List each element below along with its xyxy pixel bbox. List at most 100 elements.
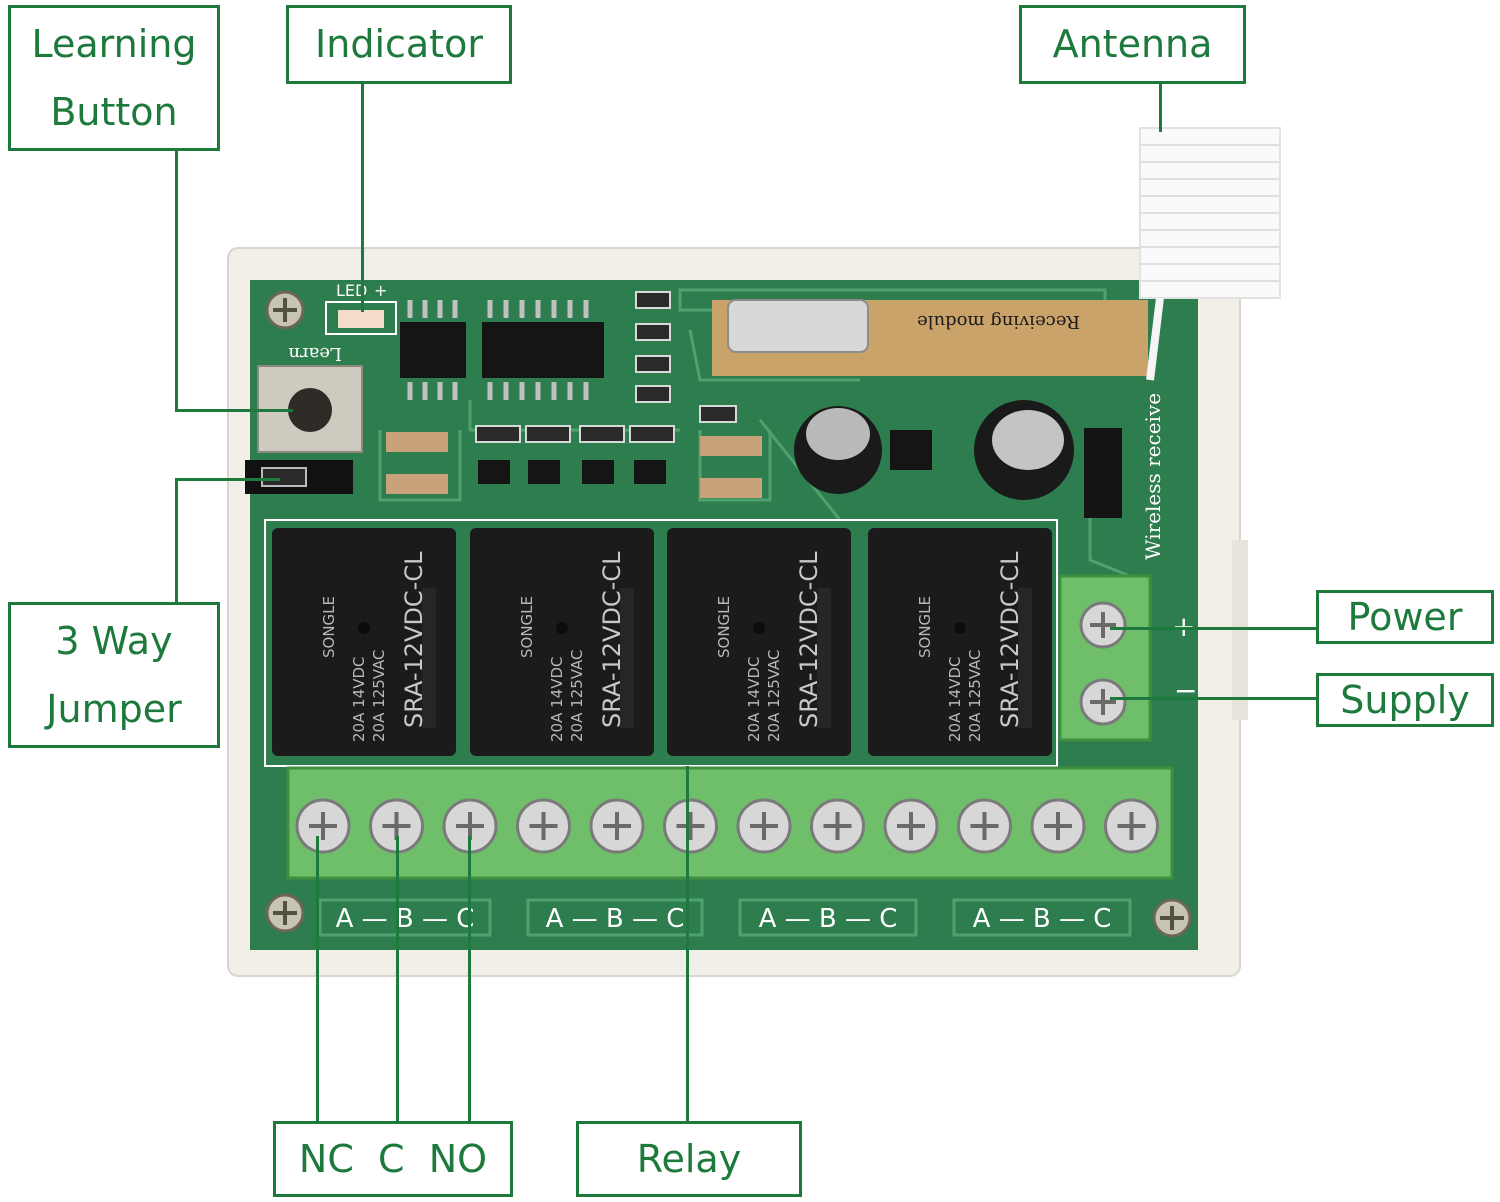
relay-brand-label: SONGLE	[518, 596, 536, 658]
relay-callout-text: Relay	[636, 1136, 742, 1181]
leader-line	[1110, 697, 1318, 700]
power-callout: Power	[1316, 590, 1494, 644]
relay-body	[868, 528, 1052, 756]
terminal-group-label: A — B — C	[759, 904, 898, 934]
output-screws	[295, 798, 1159, 854]
power-minus-label: −	[1174, 674, 1197, 707]
terminal-group-label: A — B — C	[973, 904, 1112, 934]
indicator-callout: Indicator	[286, 5, 512, 84]
learn-button[interactable]	[288, 388, 332, 432]
led-plus-label: +	[374, 281, 387, 300]
antenna-callout: Antenna	[1019, 5, 1246, 84]
supply-callout-text: Supply	[1340, 677, 1470, 722]
learning-button-callout-line2: Button	[50, 90, 178, 134]
terminal-screw-slot	[676, 812, 705, 840]
terminal-group-labels: A — B — C A — B — C A — B — C A — B — C	[336, 904, 1112, 934]
three-way-jumper-callout-line1: 3 Way	[55, 618, 173, 663]
jumper-cap	[261, 467, 307, 487]
relay-outline	[264, 519, 1058, 767]
wireless-receive-label: Wireless receive	[1141, 393, 1165, 560]
terminal-screw-slot	[750, 812, 778, 840]
capacitors	[794, 400, 1074, 500]
relay-body	[667, 528, 851, 756]
indicator-callout-text: Indicator	[315, 22, 483, 67]
led-label: LED	[336, 281, 367, 300]
leader-line	[316, 836, 319, 1124]
power-screws	[1079, 601, 1127, 726]
relay-ridge	[620, 588, 634, 728]
three-way-jumper-callout-line2: Jumper	[46, 687, 182, 731]
relay-model-label: SRA-12VDC-CL	[795, 551, 823, 728]
output-terminal-block	[286, 766, 1174, 880]
leader-line	[175, 149, 178, 412]
terminal-screw-slot	[1044, 812, 1072, 840]
relay-dot	[556, 622, 568, 634]
relay-rating-label: 20A 14VDC	[946, 657, 964, 743]
leader-line	[686, 766, 689, 1124]
terminal-screw-slot	[529, 812, 558, 840]
case-clip	[1232, 540, 1248, 720]
relay-dot	[358, 622, 370, 634]
power-callout-text: Power	[1347, 594, 1463, 639]
transistors	[478, 430, 932, 484]
relay-rating-label: 20A 125VAC	[765, 649, 783, 742]
terminal-group-label: A — B — C	[336, 904, 475, 934]
ic-chips	[400, 300, 604, 400]
relay-brand-label: SONGLE	[916, 596, 934, 658]
mounting-screws	[265, 290, 1192, 938]
relay-body	[272, 528, 456, 756]
relay-rating-label: 20A 14VDC	[548, 657, 566, 743]
terminal-screw-slot	[897, 812, 925, 840]
relay-ridge	[422, 588, 436, 728]
terminal-screw-slot	[970, 812, 999, 840]
leader-line	[468, 836, 471, 1124]
terminal-group-label: A — B — C	[546, 904, 685, 934]
antenna-callout-text: Antenna	[1052, 22, 1213, 67]
relay-callout: Relay	[576, 1121, 802, 1197]
power-plus-label: +	[1172, 610, 1195, 643]
relay-body	[470, 528, 654, 756]
relay-rating-label: 20A 125VAC	[370, 649, 388, 742]
supply-callout: Supply	[1316, 673, 1494, 727]
relay-dot	[954, 622, 966, 634]
terminal-screw-slot	[309, 812, 337, 840]
terminal-screw-slot	[382, 812, 411, 840]
learning-button-callout: Learning Button	[8, 5, 220, 151]
leader-line	[396, 836, 399, 1124]
terminal-screw-slot	[1117, 812, 1146, 840]
leader-line	[361, 82, 364, 312]
leader-line	[1159, 82, 1162, 132]
relay-model-label: SRA-12VDC-CL	[598, 551, 626, 728]
relay-rating-label: 20A 125VAC	[568, 649, 586, 742]
terminal-screw-slot	[456, 812, 484, 840]
terminal-screw-slot	[823, 812, 852, 840]
receiving-module-label: Receiving module	[917, 311, 1080, 332]
relay-rating-label: 20A 14VDC	[350, 657, 368, 743]
resistors	[475, 291, 737, 443]
diodes	[386, 428, 1122, 518]
relay-ridge	[817, 588, 831, 728]
relay-ridge	[1018, 588, 1032, 728]
antenna-coil	[1139, 127, 1281, 381]
relay-brand-label: SONGLE	[715, 596, 733, 658]
nc-c-no-callout: NC C NO	[273, 1121, 513, 1197]
leader-line	[175, 478, 178, 604]
crystal	[727, 299, 869, 353]
leader-line	[1110, 627, 1318, 630]
relay-rating-label: 20A 125VAC	[966, 649, 984, 742]
learning-button-callout-line1: Learning	[31, 21, 197, 66]
three-way-jumper-callout: 3 Way Jumper	[8, 602, 220, 748]
leader-line	[175, 409, 293, 412]
leader-line	[175, 478, 280, 481]
relay-dot	[753, 622, 765, 634]
led	[338, 310, 384, 328]
relay-model-label: SRA-12VDC-CL	[400, 551, 428, 728]
terminal-screw-slot	[603, 812, 631, 840]
